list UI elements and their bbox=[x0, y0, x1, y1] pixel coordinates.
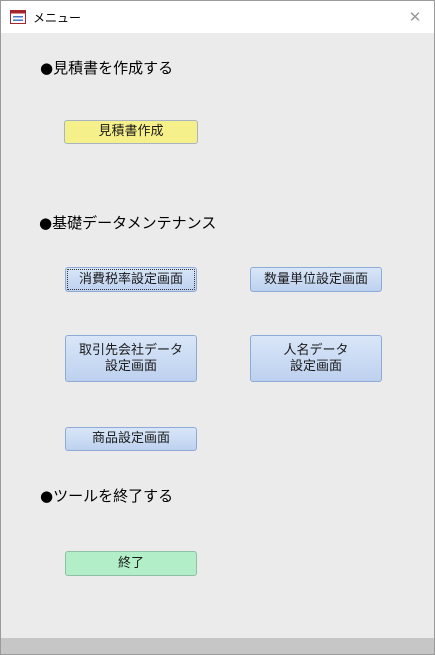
close-button[interactable]: ✕ bbox=[402, 5, 428, 29]
product-settings-label: 商品設定画面 bbox=[91, 431, 170, 446]
person-name-label-line2: 設定画面 bbox=[289, 358, 342, 374]
section-heading-maintenance: ●基礎データメンテナンス bbox=[39, 214, 217, 232]
product-settings-button[interactable]: 商品設定画面 bbox=[65, 427, 197, 451]
tax-rate-settings-label: 消費税率設定画面 bbox=[78, 271, 183, 287]
business-partner-label-line2: 設定画面 bbox=[104, 358, 157, 374]
person-name-label-line1: 人名データ bbox=[283, 342, 349, 358]
business-partner-settings-button[interactable]: 取引先会社データ 設定画面 bbox=[65, 335, 197, 382]
window-title: メニュー bbox=[33, 11, 82, 25]
title-bar: メニュー ✕ bbox=[1, 1, 434, 33]
quantity-unit-settings-label: 数量単位設定画面 bbox=[263, 271, 368, 287]
close-icon: ✕ bbox=[408, 8, 422, 26]
exit-label: 終了 bbox=[117, 555, 144, 571]
section-heading-estimate: ●見積書を作成する bbox=[40, 59, 174, 77]
estimate-create-button[interactable]: 見積書作成 bbox=[64, 120, 198, 144]
form-icon bbox=[10, 10, 26, 24]
tax-rate-settings-button[interactable]: 消費税率設定画面 bbox=[65, 267, 197, 292]
exit-button[interactable]: 終了 bbox=[65, 551, 197, 576]
section-heading-exit: ●ツールを終了する bbox=[40, 487, 174, 505]
estimate-create-label: 見積書作成 bbox=[98, 124, 164, 139]
business-partner-label-line1: 取引先会社データ bbox=[78, 342, 183, 358]
quantity-unit-settings-button[interactable]: 数量単位設定画面 bbox=[250, 267, 382, 292]
person-name-settings-button[interactable]: 人名データ 設定画面 bbox=[250, 335, 382, 382]
status-bar bbox=[1, 638, 434, 654]
